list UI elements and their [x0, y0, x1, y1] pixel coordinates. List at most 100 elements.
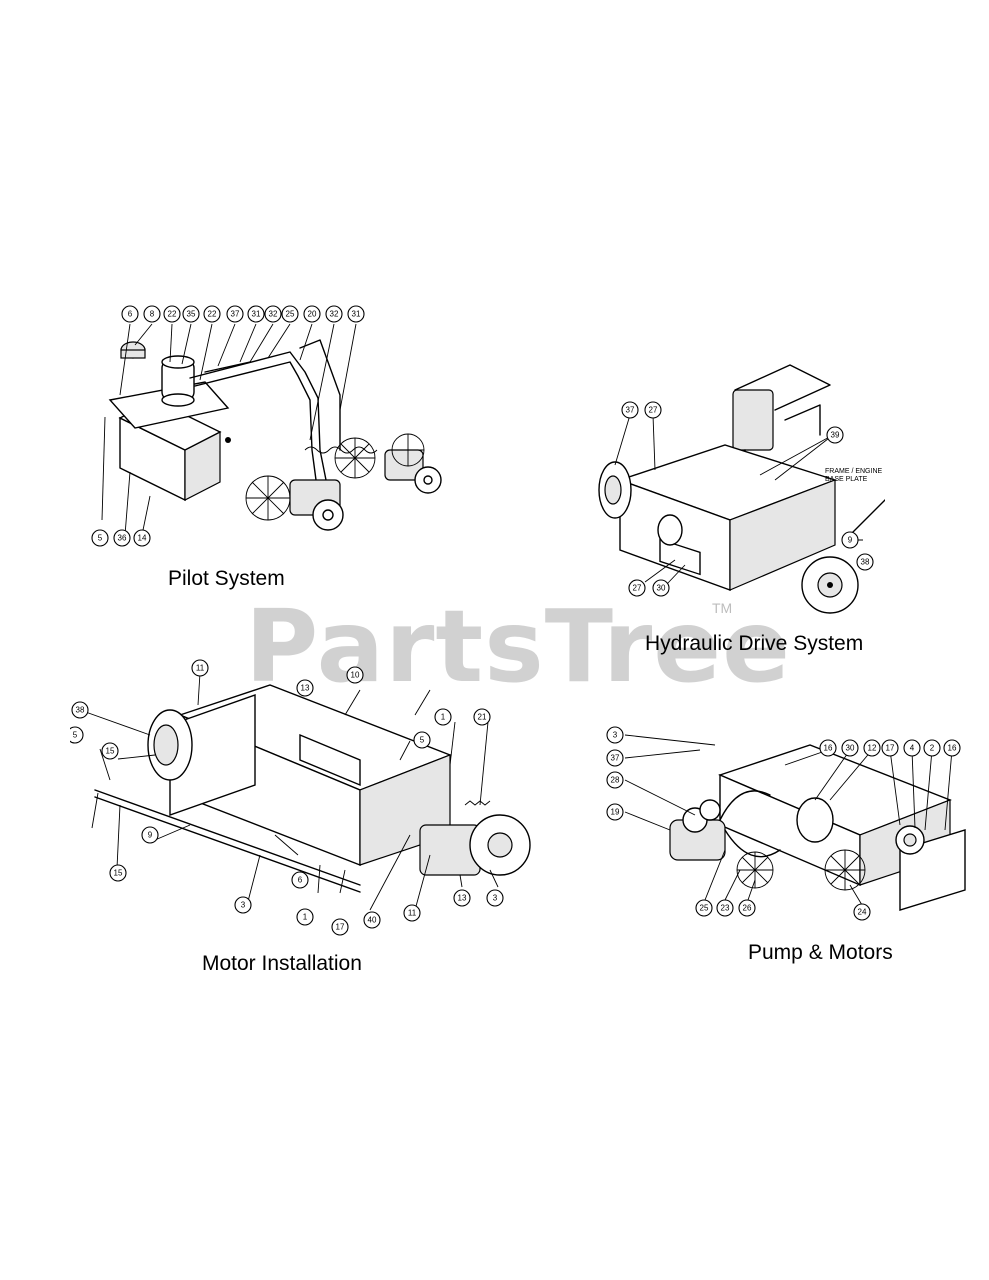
callout-6: 6	[121, 305, 139, 323]
svg-text:11: 11	[196, 664, 205, 673]
callout-11: 11	[191, 659, 209, 677]
callout-1b: 1	[296, 908, 314, 926]
svg-text:37: 37	[231, 310, 240, 319]
svg-text:23: 23	[721, 904, 730, 913]
svg-text:36: 36	[118, 534, 127, 543]
callout-30: 30	[652, 579, 670, 597]
callout-5: 5	[70, 726, 84, 744]
svg-text:13: 13	[458, 894, 467, 903]
callout-3: 3	[606, 726, 624, 744]
callout-25: 25	[695, 899, 713, 917]
svg-text:5: 5	[420, 736, 425, 745]
pilot-system-drawing	[101, 323, 442, 536]
svg-text:25: 25	[286, 310, 295, 319]
callout-35: 35	[182, 305, 200, 323]
callout-23: 23	[716, 899, 734, 917]
svg-text:30: 30	[657, 584, 666, 593]
svg-text:16: 16	[824, 744, 833, 753]
callout-37: 37	[226, 305, 244, 323]
callout-15: 15	[101, 742, 119, 760]
svg-text:3: 3	[493, 894, 498, 903]
svg-text:32: 32	[269, 310, 278, 319]
svg-text:27: 27	[649, 406, 658, 415]
callout-12: 12	[863, 739, 881, 757]
svg-text:17: 17	[886, 744, 895, 753]
callout-20: 20	[303, 305, 321, 323]
svg-text:15: 15	[114, 869, 123, 878]
callout-37: 37	[606, 749, 624, 767]
motor-installation-title: Motor Installation	[202, 952, 362, 975]
pilot-callouts: 6 8 22 35 22 37 31 32 25 20 32 31 5 36 1…	[91, 305, 365, 547]
callout-11b: 11	[403, 904, 421, 922]
svg-text:6: 6	[298, 876, 303, 885]
callout-39: 39	[826, 426, 844, 444]
svg-text:31: 31	[252, 310, 261, 319]
svg-text:25: 25	[700, 904, 709, 913]
callout-25: 25	[281, 305, 299, 323]
callout-3b: 3	[486, 889, 504, 907]
hydraulic-callouts: 37 27 39 9 38 27 30	[621, 401, 874, 597]
callout-19: 19	[606, 803, 624, 821]
callout-31: 31	[247, 305, 265, 323]
callout-38: 38	[71, 701, 89, 719]
svg-text:10: 10	[351, 671, 360, 680]
callout-22b: 22	[203, 305, 221, 323]
callout-1: 1	[434, 708, 452, 726]
frame-base-plate-label: FRAME / ENGINE BASE PLATE	[825, 468, 883, 483]
callout-16b: 16	[943, 739, 961, 757]
svg-text:12: 12	[868, 744, 877, 753]
svg-text:20: 20	[308, 310, 317, 319]
pilot-system-title: Pilot System	[168, 567, 285, 590]
callout-12: 15	[109, 864, 127, 882]
pump-callouts: 3 37 28 19 16 30 12 17 4 2 16 25 23 26 2…	[606, 726, 961, 921]
callout-38: 38	[856, 553, 874, 571]
svg-text:3: 3	[613, 731, 618, 740]
pump-motors-title: Pump & Motors	[748, 941, 893, 964]
svg-text:11: 11	[408, 909, 417, 918]
svg-text:2: 2	[930, 744, 935, 753]
callout-5b: 5	[413, 731, 431, 749]
callout-3: 3	[234, 896, 252, 914]
callout-8: 8	[143, 305, 161, 323]
svg-text:24: 24	[858, 908, 867, 917]
svg-text:16: 16	[948, 744, 957, 753]
svg-text:28: 28	[611, 776, 620, 785]
callout-28: 28	[606, 771, 624, 789]
callout-2: 2	[923, 739, 941, 757]
callout-17: 17	[881, 739, 899, 757]
callout-10: 10	[346, 666, 364, 684]
watermark-trademark: TM	[712, 600, 733, 616]
svg-text:3: 3	[241, 901, 246, 910]
motor-installation-drawing	[79, 672, 531, 914]
callout-27: 27	[644, 401, 662, 419]
svg-text:22: 22	[168, 310, 177, 319]
svg-text:22: 22	[208, 310, 217, 319]
callout-5: 5	[91, 529, 109, 547]
callout-14: 14	[133, 529, 151, 547]
callout-27b: 27	[628, 579, 646, 597]
callout-32: 32	[264, 305, 282, 323]
callout-13b: 13	[453, 889, 471, 907]
callout-4: 4	[903, 739, 921, 757]
hydraulic-drive-system-title: Hydraulic Drive System	[645, 632, 864, 655]
callout-30: 30	[841, 739, 859, 757]
callout-13: 13	[296, 679, 314, 697]
svg-text:26: 26	[743, 904, 752, 913]
callout-32b: 32	[325, 305, 343, 323]
svg-text:4: 4	[910, 744, 915, 753]
svg-text:5: 5	[73, 731, 78, 740]
svg-text:40: 40	[368, 916, 377, 925]
callout-17: 17	[331, 918, 349, 936]
svg-text:32: 32	[330, 310, 339, 319]
callout-24: 24	[853, 903, 871, 921]
callout-9: 9	[141, 826, 159, 844]
svg-text:37: 37	[626, 406, 635, 415]
svg-text:35: 35	[187, 310, 196, 319]
svg-text:38: 38	[861, 558, 870, 567]
svg-text:39: 39	[831, 431, 840, 440]
svg-text:31: 31	[352, 310, 361, 319]
callout-36: 36	[113, 529, 131, 547]
svg-text:9: 9	[148, 831, 153, 840]
watermark-text: PartsTree	[245, 588, 791, 705]
svg-text:13: 13	[301, 684, 310, 693]
